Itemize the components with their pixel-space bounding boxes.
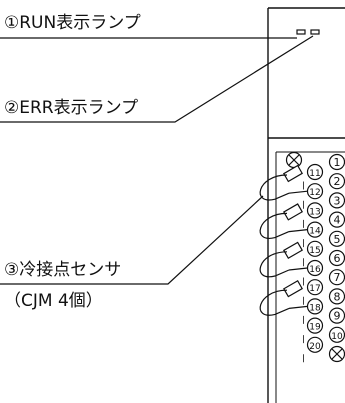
err-lamp-label: ②ERR表示ランプ [4, 98, 139, 118]
terminal-20: 20 [306, 336, 324, 353]
run-lamp-label: ①RUN表示ランプ [4, 13, 141, 33]
terminal-1-label: 1 [334, 156, 341, 169]
terminal-10-label: 10 [331, 332, 343, 342]
bottom-screw-cross-b [331, 348, 343, 360]
terminal-19-label: 19 [309, 323, 321, 333]
terminal-16: 16 [306, 259, 324, 277]
cjm-sensor-2 [259, 203, 308, 239]
run-lamp-led [296, 29, 306, 35]
cjm-sensor-1-body [283, 164, 303, 183]
cjm-sensor-leader [0, 195, 264, 285]
top-screw-cross-b [288, 154, 300, 166]
terminal-9: 9 [328, 307, 345, 324]
terminal-3: 3 [328, 192, 345, 209]
terminal-8-label: 8 [334, 290, 341, 303]
cjm-sensor-2-loop [259, 212, 290, 239]
terminal-16-label: 16 [309, 265, 321, 275]
terminal-10: 10 [328, 326, 345, 343]
terminal-14: 14 [306, 221, 324, 238]
cjm-sensor-3-loop [259, 251, 290, 278]
cjm-sensor-label: ③冷接点センサ [4, 260, 122, 280]
terminal-19-circle [306, 317, 324, 334]
terminal-7: 7 [328, 269, 345, 286]
terminal-13-label: 13 [309, 207, 320, 217]
terminal-20-label: 20 [309, 342, 321, 352]
terminal-17-label: 17 [309, 284, 320, 294]
terminal-15-label: 15 [309, 246, 320, 256]
terminal-5: 5 [328, 230, 345, 247]
terminal-14-label: 14 [309, 227, 321, 237]
terminal-13-circle [306, 202, 324, 219]
terminal-20-circle [306, 336, 324, 353]
terminal-11: 11 [306, 163, 324, 181]
terminal-6: 6 [328, 249, 345, 267]
cjm-sensor-4-body [283, 279, 303, 298]
cjm-sensor-1 [259, 164, 308, 201]
terminal-15-circle [306, 240, 324, 257]
terminal-7-label: 7 [334, 271, 341, 284]
terminal-15: 15 [306, 240, 324, 257]
cjm-sensor-4 [259, 279, 308, 316]
cjm-sensor-4-loop [259, 289, 290, 316]
terminal-18: 18 [306, 298, 324, 315]
top-screw [285, 151, 303, 169]
module-housing-outline [267, 7, 345, 403]
terminal-1: 1 [328, 153, 345, 171]
cjm-sensor-3-body [283, 241, 303, 260]
err-lamp-led [310, 29, 320, 35]
err-lamp-leader [0, 35, 314, 123]
terminal-17-circle [306, 279, 324, 296]
terminal-9-label: 9 [334, 310, 341, 323]
terminal-17: 17 [306, 279, 324, 296]
cjm-sensor-2-body [283, 203, 303, 221]
terminal-12-label: 12 [309, 188, 320, 198]
cjm-sensor-4-lead [288, 305, 308, 309]
cjm-sensor-1-lead [288, 190, 308, 194]
terminal-8: 8 [328, 288, 345, 305]
cjm-sensor-3 [259, 241, 308, 278]
cjm-sensor-1-loop [259, 174, 290, 201]
terminal-2: 2 [328, 173, 345, 190]
terminal-12: 12 [306, 183, 324, 200]
cjm-sensor-2-lead [288, 229, 308, 233]
terminal-4-label: 4 [334, 214, 341, 227]
terminal-19: 19 [306, 317, 324, 334]
terminal-5-label: 5 [334, 233, 341, 246]
terminal-6-label: 6 [334, 252, 341, 265]
terminal-4: 4 [328, 211, 345, 228]
terminal-2-label: 2 [334, 175, 341, 188]
terminal-13: 13 [306, 202, 324, 219]
terminal-3-label: 3 [334, 194, 341, 207]
cjm-sensors [259, 164, 308, 316]
bottom-screw [328, 345, 345, 363]
terminal-18-label: 18 [309, 303, 321, 313]
cjm-sensor-3-lead [288, 267, 308, 271]
cjm-count-label: （CJM 4個） [4, 291, 103, 311]
terminal-11-label: 11 [309, 169, 320, 179]
terminal-11-circle [306, 163, 324, 181]
